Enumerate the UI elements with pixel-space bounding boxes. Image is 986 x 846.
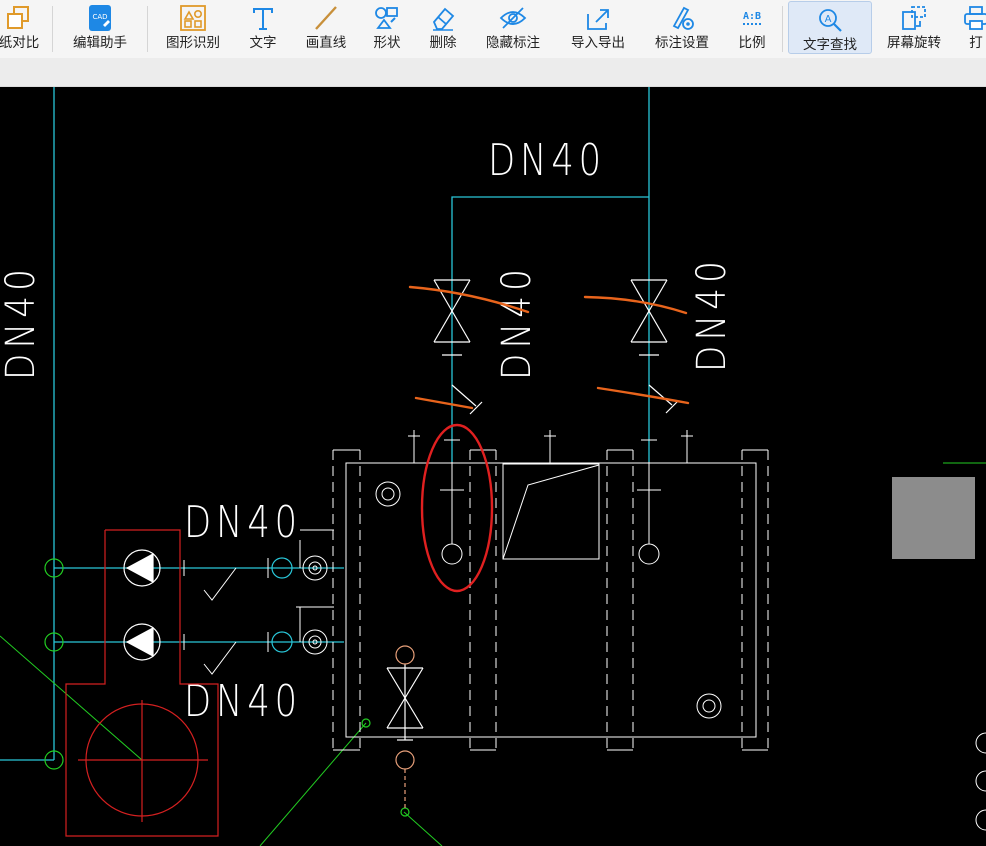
toolbar-shape-label: 形状 — [373, 35, 401, 51]
toolbar-bottom-strip — [0, 58, 986, 87]
pipe-size-label: DN40 — [689, 256, 735, 372]
toolbar-compare-button[interactable]: 纸对比 — [0, 0, 44, 56]
cad-drawing-canvas[interactable]: DN40 DN40 DN40 DN40 DN40 DN40 — [0, 87, 986, 846]
toolbar-separator — [147, 6, 148, 52]
cad-edit-icon: CAD — [85, 3, 115, 33]
toolbar-annotation-settings-button[interactable]: 标注设置 — [646, 0, 718, 56]
toolbar-hide-annotation-label: 隐藏标注 — [486, 35, 540, 51]
inlet-nozzles — [183, 555, 328, 675]
toolbar-print-button[interactable]: 打 — [958, 0, 986, 56]
toolbar-import-export-label: 导入导出 — [571, 35, 625, 51]
toolbar-screen-rotate-button[interactable]: 屏幕旋转 — [878, 0, 950, 56]
toolbar-line-label: 画直线 — [305, 35, 347, 51]
toolbar-text-search-label: 文字查找 — [803, 37, 857, 53]
import-export-icon — [583, 3, 613, 33]
pipe-size-label: DN40 — [488, 135, 606, 186]
toolbar-annotation-settings-label: 标注设置 — [655, 35, 709, 51]
toolbar-text-label: 文字 — [249, 35, 277, 51]
toolbar-hide-annotation-button[interactable]: 隐藏标注 — [478, 0, 548, 56]
pipe-size-label: DN40 — [0, 264, 44, 380]
toolbar-delete-label: 删除 — [429, 35, 457, 51]
pump-frame — [65, 529, 219, 837]
drain-valve-rings — [395, 645, 415, 810]
toolbar-shape-recognize-label: 图形识别 — [166, 35, 220, 51]
grey-block — [892, 477, 975, 559]
shape-icon — [372, 3, 402, 33]
hide-eye-icon — [498, 3, 528, 33]
pipe-network — [0, 87, 650, 761]
drain-valve — [386, 664, 424, 741]
toolbar-edit-assistant-label: 编辑助手 — [73, 35, 127, 51]
toolbar-separator — [782, 6, 783, 52]
pipe-size-label: DN40 — [494, 264, 540, 380]
ratio-icon: A:B — [737, 3, 767, 33]
highlight-annotation-ellipse — [420, 423, 494, 593]
toolbar-print-label: 打 — [969, 35, 983, 51]
toolbar: 纸对比 CAD 编辑助手 图形识别 文字 画直线 形状 — [0, 0, 986, 58]
toolbar-shape-recognize-button[interactable]: 图形识别 — [158, 0, 228, 56]
svg-text:A: A — [825, 14, 832, 25]
toolbar-line-button[interactable]: 画直线 — [296, 0, 356, 56]
pipe-size-label: DN40 — [184, 497, 302, 548]
equipment-frame — [296, 430, 769, 751]
print-icon — [961, 3, 986, 33]
toolbar-screen-rotate-label: 屏幕旋转 — [887, 35, 941, 51]
orange-markup-strokes — [408, 285, 690, 410]
compare-icon — [4, 3, 34, 33]
green-guide-lines — [0, 462, 986, 846]
toolbar-separator — [52, 6, 53, 52]
pumps — [123, 549, 161, 661]
green-nodes — [44, 558, 410, 817]
text-icon — [248, 3, 278, 33]
gate-valve-right — [630, 279, 679, 414]
toolbar-text-button[interactable]: 文字 — [238, 0, 288, 56]
toolbar-compare-label: 纸对比 — [0, 35, 40, 51]
toolbar-edit-assistant-button[interactable]: CAD 编辑助手 — [64, 0, 136, 56]
line-icon — [311, 3, 341, 33]
right-edge-circles — [975, 732, 986, 831]
annotation-settings-icon — [667, 3, 697, 33]
shape-recognize-icon — [178, 3, 208, 33]
toolbar-import-export-button[interactable]: 导入导出 — [562, 0, 634, 56]
ratio-icon-text: A:B — [742, 11, 762, 25]
screen-rotate-icon — [899, 3, 929, 33]
text-search-icon: A — [815, 5, 845, 35]
eraser-icon — [428, 3, 458, 33]
cyan-nozzle-rings — [271, 557, 293, 653]
toolbar-ratio-label: 比例 — [738, 35, 766, 51]
toolbar-shape-button[interactable]: 形状 — [362, 0, 412, 56]
toolbar-delete-button[interactable]: 删除 — [418, 0, 468, 56]
toolbar-text-search-button[interactable]: A 文字查找 — [788, 1, 872, 54]
toolbar-ratio-button[interactable]: A:B 比例 — [728, 0, 776, 56]
svg-text:CAD: CAD — [92, 13, 107, 21]
